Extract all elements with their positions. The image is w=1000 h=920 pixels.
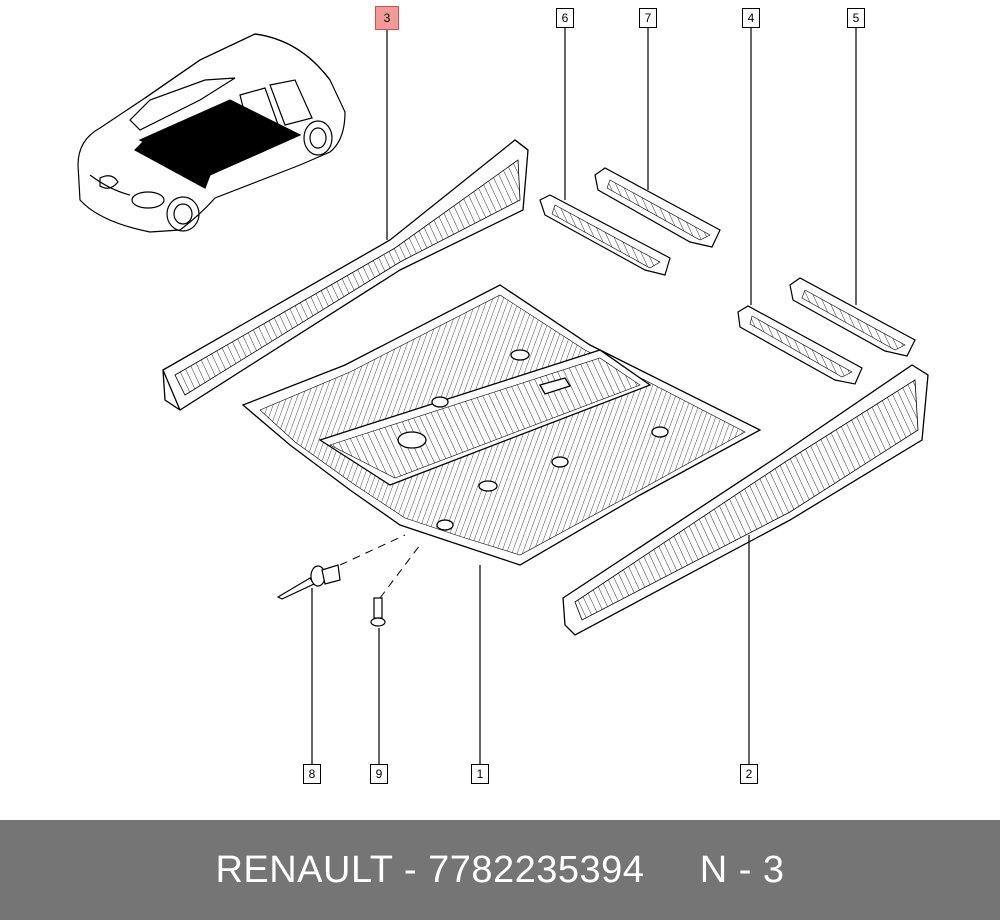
leader-lines — [311, 26, 857, 764]
rivet-part-8 — [276, 564, 341, 600]
callout-1: 1 — [471, 764, 489, 784]
floor-panel-part-1 — [241, 284, 762, 566]
callout-8: 8 — [303, 764, 321, 784]
cross-member-part-4 — [737, 305, 863, 385]
part-reference-text: RENAULT - 7782235394 N - 3 — [215, 848, 785, 891]
callout-2: 2 — [740, 764, 758, 784]
assembly-arrows — [339, 534, 421, 599]
parts-diagram: 3 6 7 4 5 8 9 1 2 — [77, 6, 929, 784]
callout-4: 4 — [742, 8, 760, 28]
callout-7: 7 — [639, 8, 657, 28]
diagram-drawing — [77, 26, 929, 764]
right-sill-part-2 — [562, 364, 929, 636]
footer-banner: RENAULT - 7782235394 N - 3 — [0, 820, 1000, 920]
cross-member-part-6 — [539, 194, 671, 276]
callout-5: 5 — [847, 8, 865, 28]
cross-member-part-5 — [789, 277, 916, 357]
callout-3: 3 — [375, 6, 399, 30]
callout-6: 6 — [556, 8, 574, 28]
left-sill-part-3 — [162, 139, 529, 411]
callout-9: 9 — [370, 764, 388, 784]
screw-part-9 — [370, 597, 386, 627]
car-overview-illustration — [77, 33, 346, 233]
cross-member-part-7 — [594, 167, 721, 248]
